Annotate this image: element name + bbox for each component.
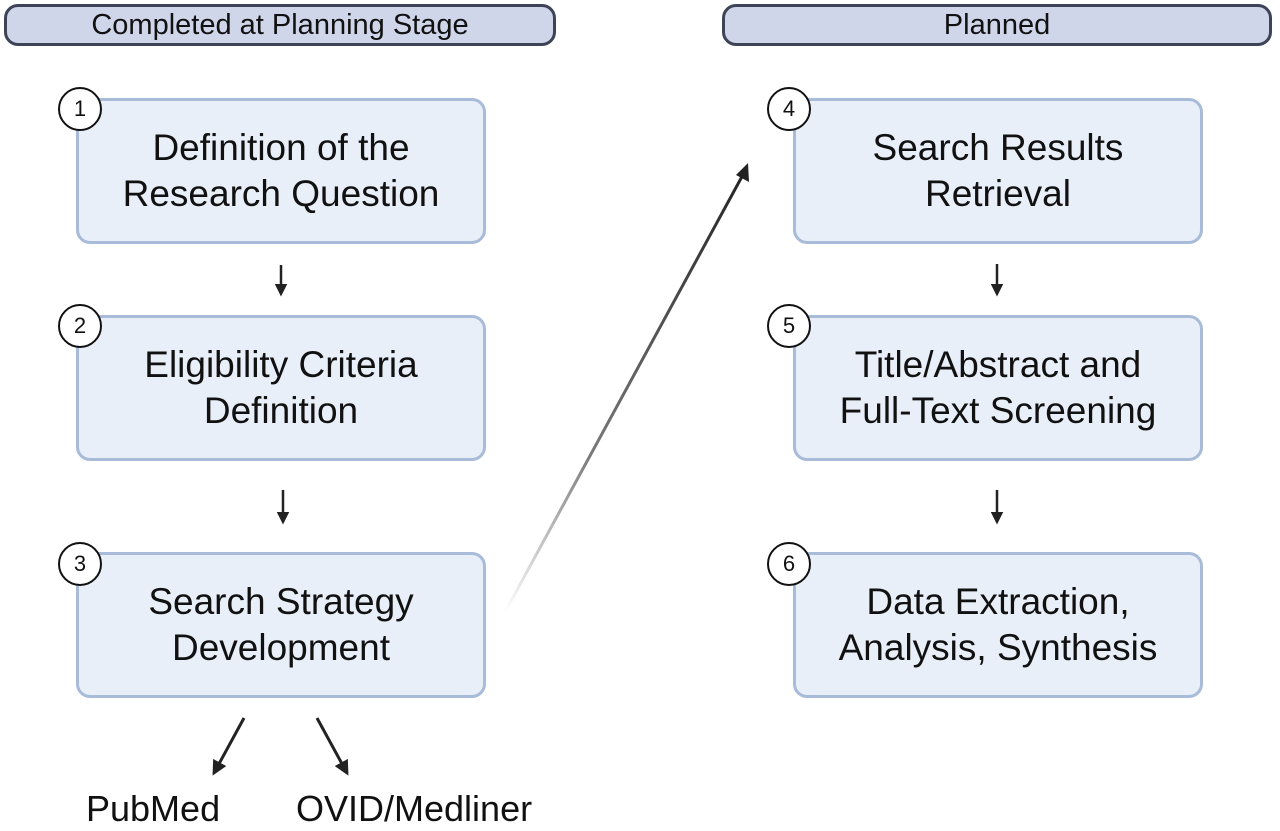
step-5-label: Title/Abstract and Full-Text Screening: [839, 344, 1157, 431]
database-pubmed: PubMed: [86, 788, 221, 829]
header-completed-planning: Completed at Planning Stage: [4, 4, 556, 46]
step-2-badge: 2: [58, 304, 102, 348]
step-1-label: Definition of the Research Question: [122, 127, 440, 214]
step-4-badge: 4: [767, 87, 811, 131]
step-6-label: Data Extraction, Analysis, Synthesis: [838, 581, 1158, 668]
step-6-badge: 6: [767, 542, 811, 586]
step-3-box: Search Strategy Development: [76, 552, 486, 698]
step-5-badge: 5: [767, 304, 811, 348]
arrow-step3-to-step4: [503, 170, 747, 613]
step-5-box: Title/Abstract and Full-Text Screening: [793, 315, 1203, 461]
database-ovid-medliner: OVID/Medliner: [296, 788, 533, 829]
arrow-to-ovid: [315, 717, 349, 776]
step-1-badge: 1: [58, 87, 102, 131]
arrow-step3-to-step4-head: [736, 163, 749, 182]
step-2-label: Eligibility Criteria Definition: [144, 344, 418, 431]
step-1-box: Definition of the Research Question: [76, 98, 486, 244]
step-4-box: Search Results Retrieval: [793, 98, 1203, 244]
arrow-to-pubmed: [212, 717, 246, 776]
step-2-box: Eligibility Criteria Definition: [76, 315, 486, 461]
step-6-box: Data Extraction, Analysis, Synthesis: [793, 552, 1203, 698]
header-planned: Planned: [722, 4, 1272, 46]
step-3-badge: 3: [58, 542, 102, 586]
step-3-label: Search Strategy Development: [148, 581, 414, 668]
step-4-label: Search Results Retrieval: [872, 127, 1124, 214]
